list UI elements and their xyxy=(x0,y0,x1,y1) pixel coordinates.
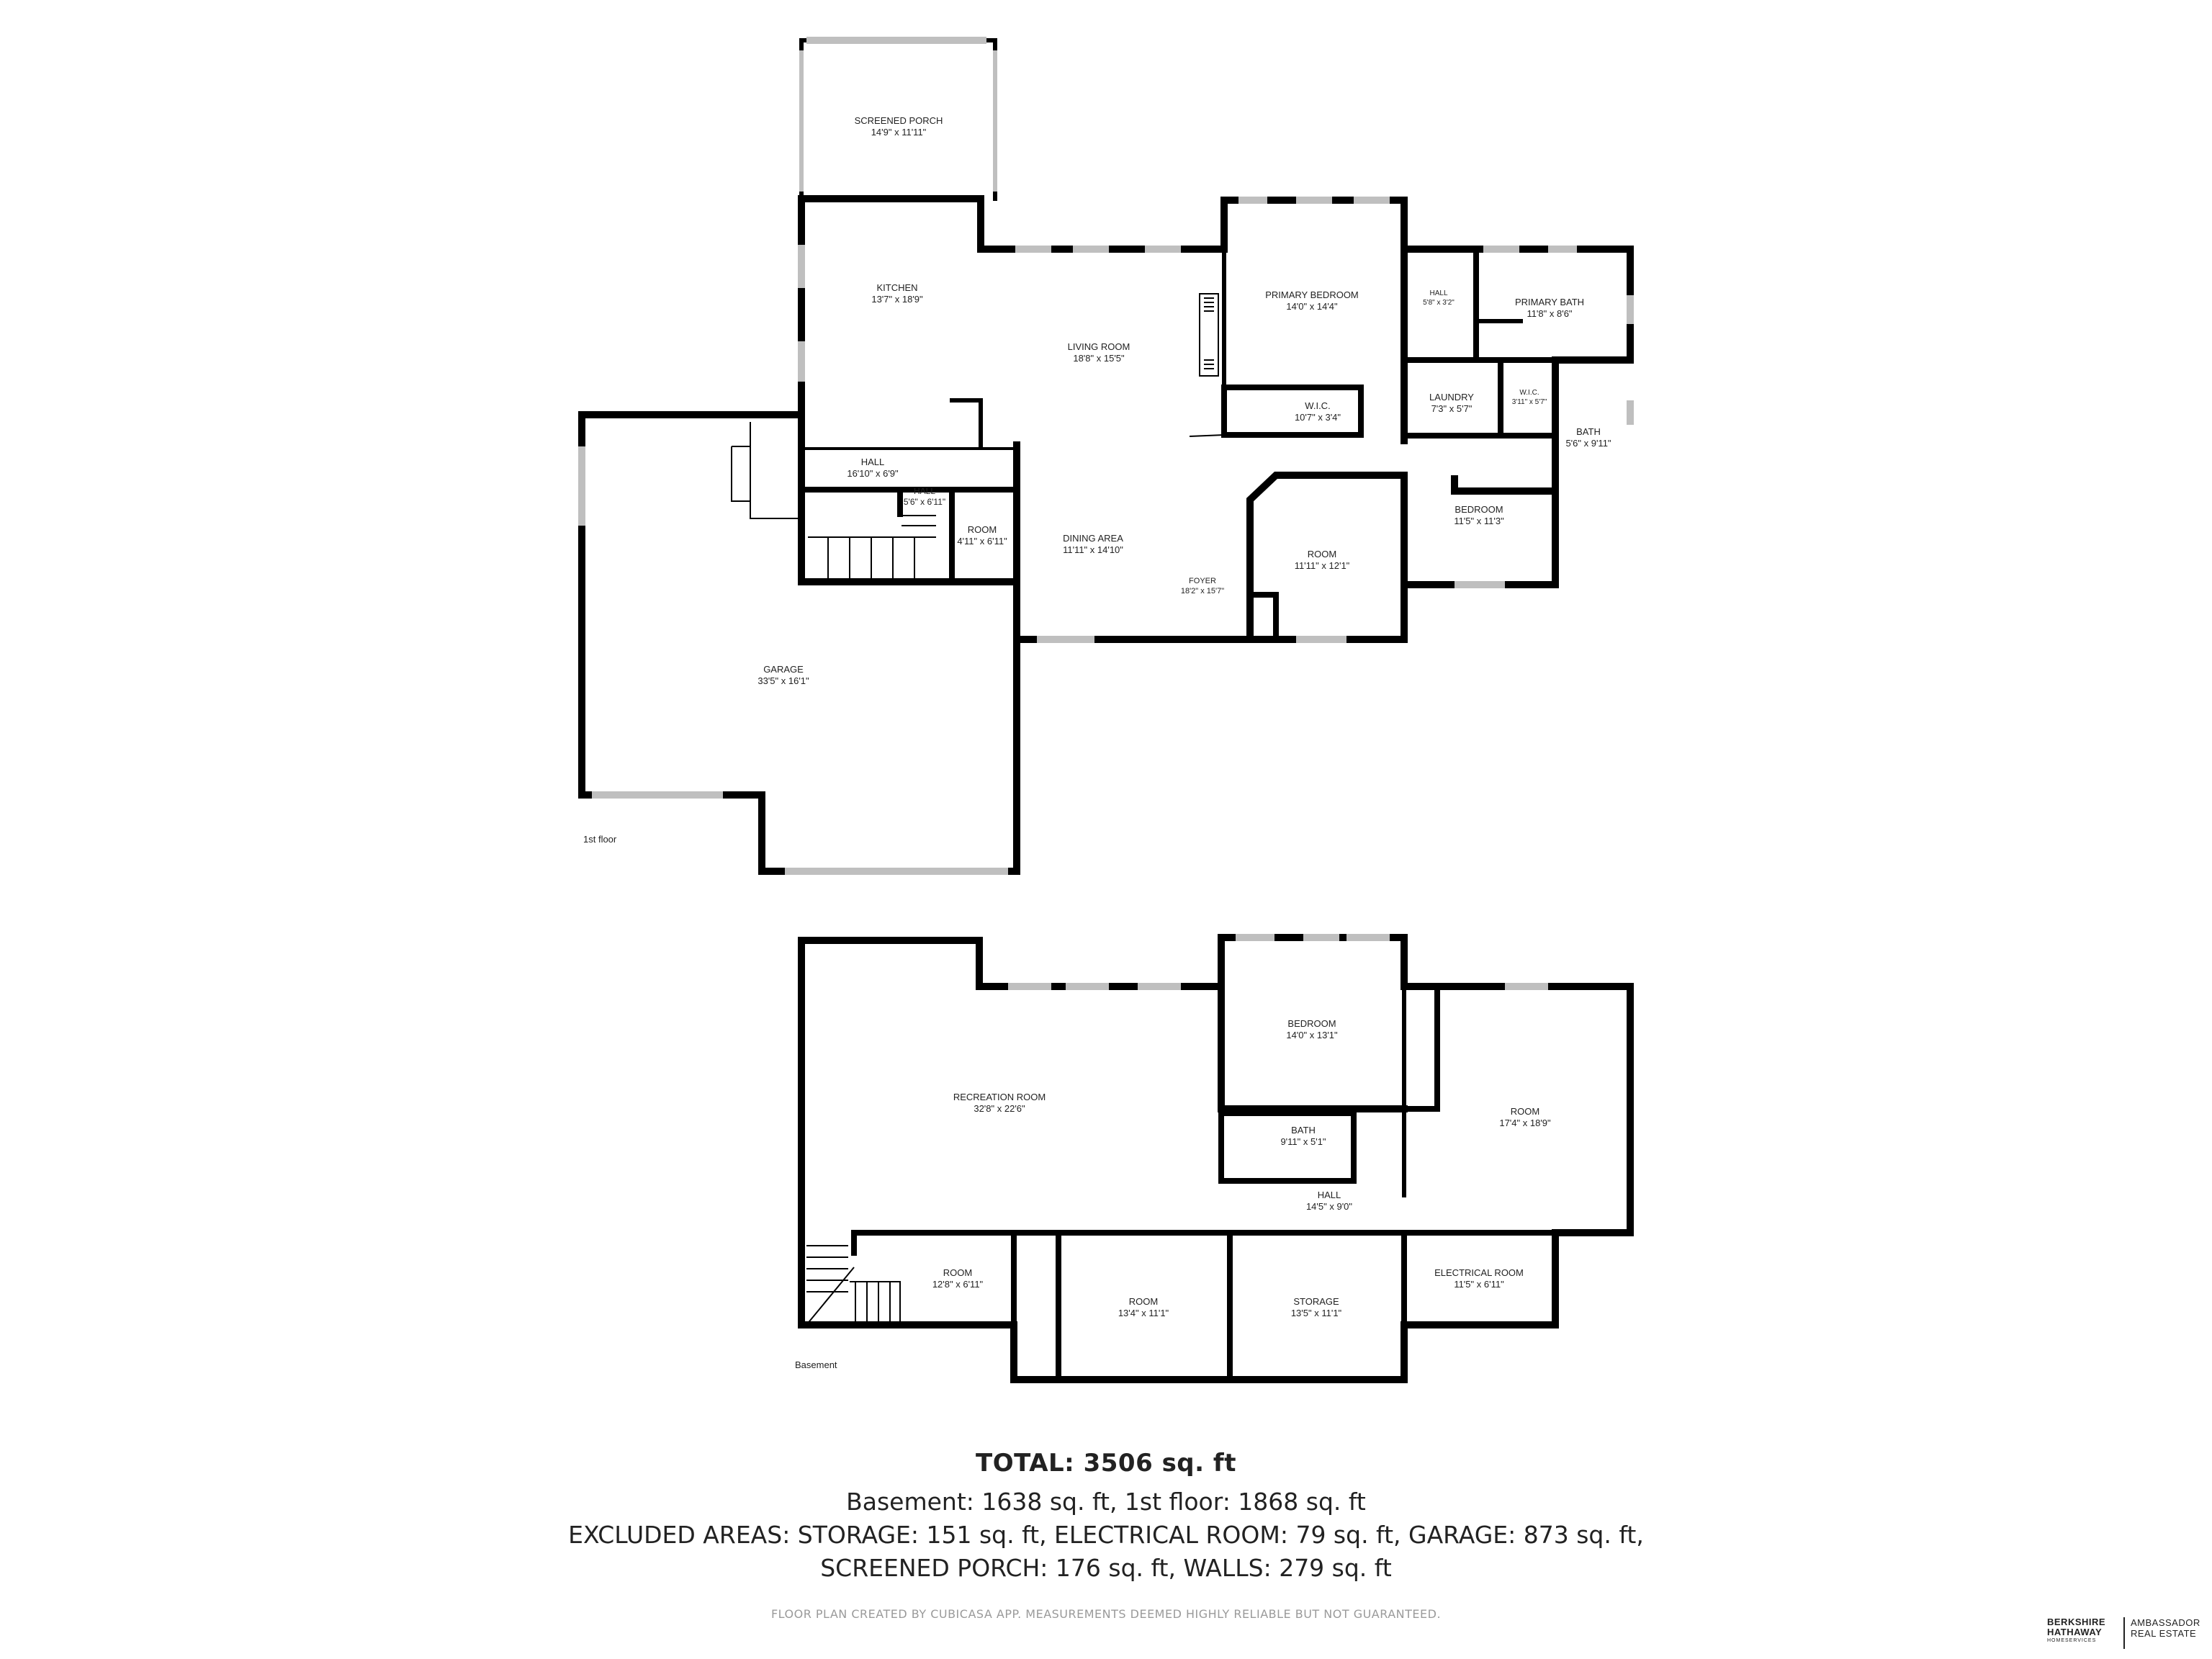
room-dimensions: 13'4" x 11'1" xyxy=(1118,1308,1169,1318)
basement-thin-lines xyxy=(806,1245,901,1326)
room-name: ELECTRICAL ROOM xyxy=(1434,1267,1524,1278)
first-floor-walls xyxy=(578,38,1634,875)
room-name: BATH xyxy=(1291,1125,1316,1136)
brand-separator xyxy=(2123,1617,2125,1649)
excluded-areas-cont: SCREENED PORCH: 176 sq. ft, WALLS: 279 s… xyxy=(820,1554,1392,1582)
room-name: W.I.C. xyxy=(1305,400,1330,411)
room-dimensions: 9'11" x 5'1" xyxy=(1280,1136,1326,1147)
room-name: HALL xyxy=(861,457,885,467)
room-name: HALL xyxy=(1318,1190,1341,1200)
first-floor-windows xyxy=(578,37,1634,875)
room-name: PRIMARY BEDROOM xyxy=(1265,289,1359,300)
room-name: DINING AREA xyxy=(1063,533,1123,544)
room-name: LAUNDRY xyxy=(1429,392,1474,403)
brand-line1: BERKSHIRE xyxy=(2047,1617,2106,1627)
room-dimensions: 14'0" x 14'4" xyxy=(1286,301,1338,312)
brand-line2: HATHAWAY xyxy=(2047,1627,2103,1637)
room-dimensions: 14'9" x 11'11" xyxy=(871,127,927,138)
room-name: PRIMARY BATH xyxy=(1515,297,1584,307)
room-dimensions: 11'11" x 12'1" xyxy=(1295,560,1350,571)
brand-line3: HOMESERVICES xyxy=(2047,1638,2097,1643)
room-dimensions: 12'8" x 6'11" xyxy=(932,1279,984,1290)
room-dimensions: 5'6" x 6'11" xyxy=(904,497,945,507)
room-dimensions: 11'8" x 8'6" xyxy=(1527,308,1572,319)
room-name: FOYER xyxy=(1189,577,1216,585)
basement-windows xyxy=(1008,934,1548,990)
first-floor-label: 1st floor xyxy=(583,834,617,845)
room-dimensions: 11'5" x 11'3" xyxy=(1454,516,1504,526)
area-breakdown: Basement: 1638 sq. ft, 1st floor: 1868 s… xyxy=(846,1488,1366,1516)
room-name: STORAGE xyxy=(1293,1296,1339,1307)
brand-line5: REAL ESTATE xyxy=(2131,1628,2197,1639)
room-name: ROOM xyxy=(1129,1296,1158,1307)
room-name: BATH xyxy=(1576,426,1601,437)
room-name: ROOM xyxy=(1308,549,1336,559)
room-dimensions: 14'0" x 13'1" xyxy=(1286,1030,1338,1040)
room-name: RECREATION ROOM xyxy=(953,1092,1046,1102)
brand-logo: BERKSHIRE HATHAWAY HOMESERVICES AMBASSAD… xyxy=(2047,1617,2200,1649)
room-name: BEDROOM xyxy=(1455,504,1503,515)
room-name: BEDROOM xyxy=(1287,1018,1336,1029)
basement-label: Basement xyxy=(795,1359,837,1370)
excluded-areas: EXCLUDED AREAS: STORAGE: 151 sq. ft, ELE… xyxy=(568,1521,1644,1549)
room-name: GARAGE xyxy=(763,664,804,675)
room-dimensions: 13'5" x 11'1" xyxy=(1291,1308,1342,1318)
room-name: HALL xyxy=(1429,289,1447,297)
room-name: KITCHEN xyxy=(876,282,917,293)
room-dimensions: 7'3" x 5'7" xyxy=(1431,403,1473,414)
room-name: SCREENED PORCH xyxy=(855,115,943,126)
total-area: TOTAL: 3506 sq. ft xyxy=(976,1449,1236,1478)
room-dimensions: 3'11" x 5'7" xyxy=(1512,398,1547,406)
room-dimensions: 32'8" x 22'6" xyxy=(974,1103,1025,1114)
room-dimensions: 13'7" x 18'9" xyxy=(871,294,923,305)
disclaimer: FLOOR PLAN CREATED BY CUBICASA APP. MEAS… xyxy=(770,1607,1442,1621)
room-name: ROOM xyxy=(1511,1106,1539,1117)
room-dimensions: 5'8" x 3'2" xyxy=(1423,299,1455,307)
first-floor-thin-lines xyxy=(731,50,1225,582)
room-dimensions: 10'7" x 3'4" xyxy=(1295,412,1341,423)
room-dimensions: 18'8" x 15'5" xyxy=(1073,353,1125,364)
room-dimensions: 11'5" x 6'11" xyxy=(1454,1279,1504,1290)
brand-line4: AMBASSADOR xyxy=(2131,1617,2200,1628)
room-dimensions: 4'11" x 6'11" xyxy=(957,536,1007,547)
room-dimensions: 11'11" x 14'10" xyxy=(1063,544,1123,555)
room-dimensions: 16'10" x 6'9" xyxy=(847,468,899,479)
room-name: ROOM xyxy=(968,524,997,535)
basement-walls xyxy=(798,934,1634,1383)
room-dimensions: 5'6" x 9'11" xyxy=(1565,438,1611,449)
room-dimensions: 33'5" x 16'1" xyxy=(757,675,809,686)
room-dimensions: 17'4" x 18'9" xyxy=(1499,1118,1551,1128)
room-name: W.I.C. xyxy=(1519,389,1539,397)
room-dimensions: 18'2" x 15'7" xyxy=(1181,587,1224,595)
room-name: LIVING ROOM xyxy=(1068,341,1130,352)
room-name: HALL xyxy=(914,486,935,496)
room-dimensions: 14'5" x 9'0" xyxy=(1306,1201,1352,1212)
room-name: ROOM xyxy=(943,1267,972,1278)
